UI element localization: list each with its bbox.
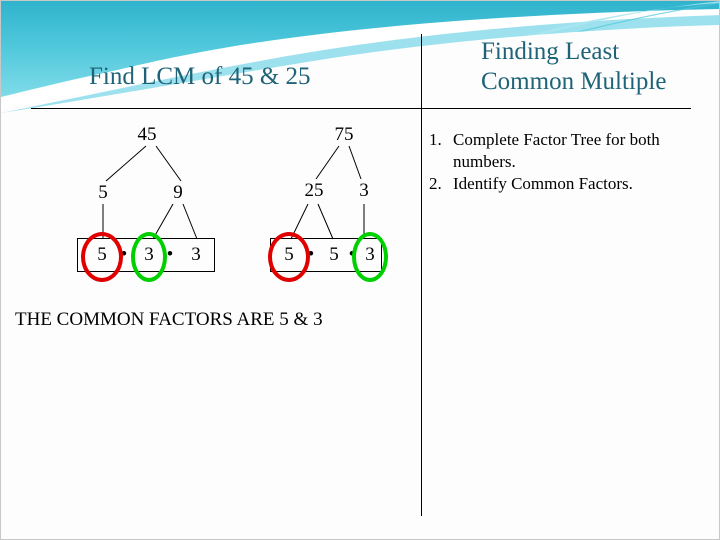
- instruction-item-1: 1. Complete Factor Tree for both numbers…: [429, 129, 719, 173]
- instruction-item-2: 2. Identify Common Factors.: [429, 173, 719, 195]
- factor-tree-45-level2-left: 5: [98, 182, 108, 203]
- factor-tree-45-highlight-red: [81, 232, 123, 282]
- page-title-right-line2: Common Multiple: [481, 68, 667, 95]
- factor-tree-75-root: 75: [334, 124, 354, 145]
- factor-tree-45-highlight-green: [131, 232, 167, 282]
- page-title-right-line1: Finding Least: [481, 38, 620, 65]
- factor-tree-75-factor-1: 5: [329, 244, 339, 265]
- content-vertical-divider: [421, 34, 422, 516]
- factor-tree-75: 75 25 3 5 • 5 • 3: [1, 1, 421, 301]
- factor-tree-75-highlight-green: [352, 232, 388, 282]
- factor-tree-75-highlight-red: [268, 232, 310, 282]
- page-title-left: Find LCM of 45 & 25: [89, 63, 311, 90]
- factor-tree-45-dot-1: •: [166, 244, 174, 265]
- instructions-list: 1. Complete Factor Tree for both numbers…: [429, 129, 719, 195]
- factor-tree-45-factor-2: 3: [191, 244, 201, 265]
- instruction-number-1: 1.: [429, 130, 442, 149]
- page-title-right: Finding Least Common Multiple: [481, 37, 711, 97]
- factor-tree-75-dot-0: •: [307, 244, 315, 265]
- instruction-text-1: Complete Factor Tree for both numbers.: [453, 130, 660, 171]
- factor-tree-45-root: 45: [137, 124, 157, 145]
- factor-tree-45-level2-right: 9: [173, 182, 183, 203]
- instruction-number-2: 2.: [429, 174, 442, 193]
- header-horizontal-rule: [31, 108, 691, 109]
- factor-tree-75-level2-right: 3: [359, 180, 369, 201]
- factor-tree-75-level2-left: 25: [304, 180, 324, 201]
- factor-tree-45-dot-0: •: [120, 244, 128, 265]
- instruction-text-2: Identify Common Factors.: [453, 174, 633, 193]
- conclusion-text: THE COMMON FACTORS ARE 5 & 3: [15, 309, 323, 330]
